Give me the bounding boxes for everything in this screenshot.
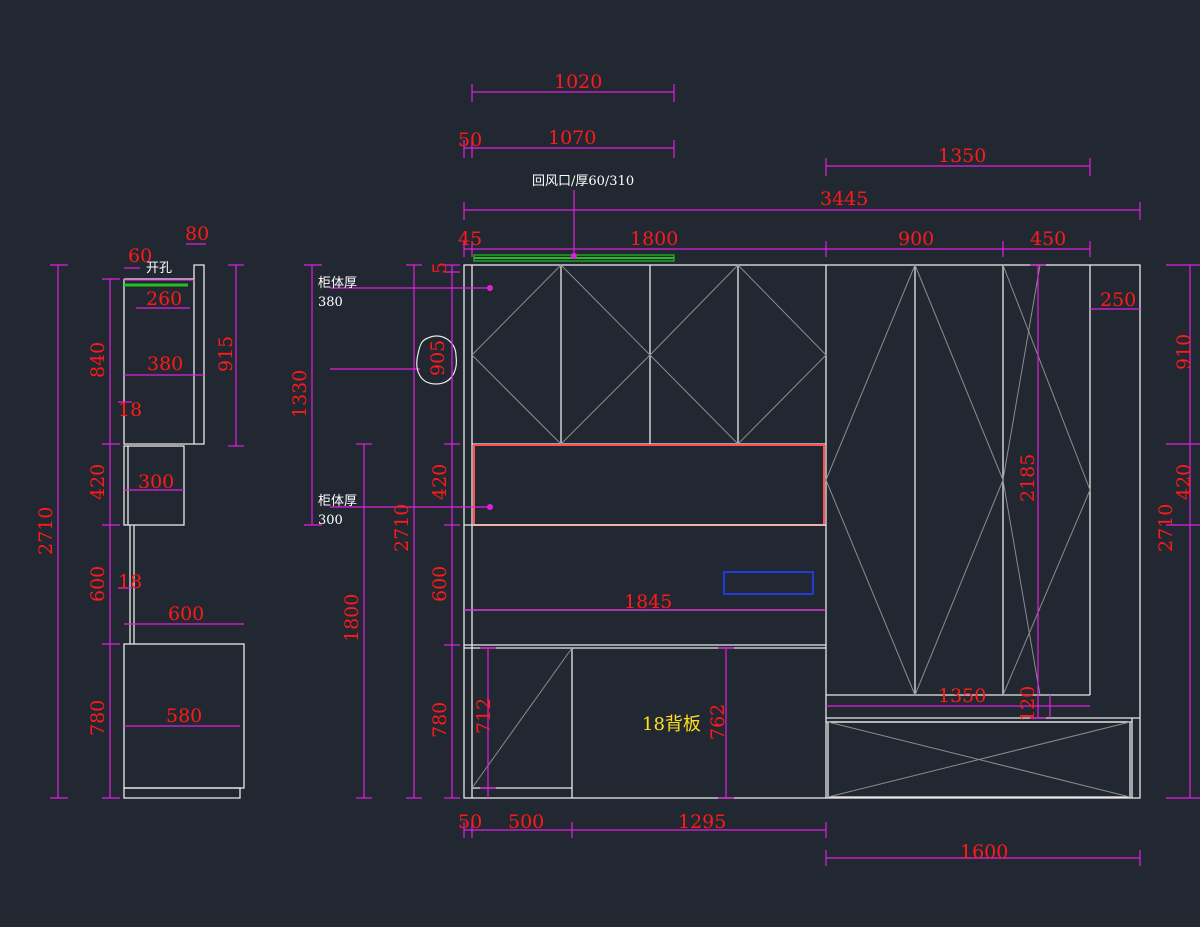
leader-dot-upper [487,285,493,291]
dim-910-right: 910 [1173,334,1195,370]
note-leaders [330,190,575,508]
door-swing-marks [471,264,1131,798]
dim-450: 450 [1030,228,1066,250]
back-panel-label: 18背板 [642,714,701,735]
leader-dot-shelf [487,504,493,510]
dim-1330: 1330 [289,370,311,418]
dim-side-260: 260 [146,288,182,310]
cabinet-thick-value-shelf: 300 [318,513,343,528]
dim-712: 712 [473,698,495,734]
dim-side-2710: 2710 [35,507,57,555]
dim-side-420: 420 [87,464,109,500]
dim-side-18a: 18 [118,399,142,421]
dim-1295: 1295 [678,811,726,833]
dim-1800-vertical: 1800 [341,594,363,642]
cabinet-thick-note-shelf: 柜体厚 [318,494,357,509]
front-labels: 1020 50 1070 1350 回风口/厚60/310 3445 45 18… [289,71,1195,863]
dim-3445: 3445 [820,188,868,210]
dim-side-780: 780 [87,700,109,736]
side-section-dimensions [50,243,244,799]
dim-1350-lower: 1350 [938,685,986,707]
dim-120: 120 [1017,686,1039,722]
dim-780-front: 780 [429,702,451,738]
dim-1845: 1845 [624,591,672,613]
cabinet-thick-value-upper: 380 [318,295,343,310]
dim-50-bottom: 50 [458,811,482,833]
dim-2710-front: 2710 [391,504,413,552]
dim-1020: 1020 [554,71,602,93]
dim-762: 762 [707,704,729,740]
dim-600-front: 600 [429,566,451,602]
dim-side-60: 60 [128,245,152,267]
dim-45: 45 [458,228,482,250]
dim-side-580: 580 [166,705,202,727]
open-hole-note: 开孔 [146,261,172,276]
dim-side-600v: 600 [87,566,109,602]
dim-side-300: 300 [138,471,174,493]
dim-905: 905 [427,340,449,376]
leader-dot-vent [571,253,577,259]
dim-side-80: 80 [185,223,209,245]
dim-2710-right: 2710 [1155,504,1177,552]
return-air-note: 回风口/厚60/310 [532,174,634,189]
dim-1600: 1600 [960,841,1008,863]
dim-50-top: 50 [458,129,482,151]
dim-500: 500 [508,811,544,833]
dim-side-600h: 600 [168,603,204,625]
dim-250: 250 [1100,289,1136,311]
dim-1350-top: 1350 [938,145,986,167]
front-dimensions [304,84,1200,866]
dim-side-18b: 18 [118,571,142,593]
side-section-labels: 60 80 开孔 260 380 840 915 18 420 300 600 … [35,223,237,736]
dim-420-right: 420 [1173,464,1195,500]
dim-side-915: 915 [215,336,237,372]
dim-1800: 1800 [630,228,678,250]
dim-5: 5 [429,262,451,274]
dim-1070: 1070 [548,127,596,149]
dim-side-380: 380 [147,353,183,375]
cabinet-thick-note-upper: 柜体厚 [318,276,357,291]
dim-420-front: 420 [429,464,451,500]
front-elevation [463,264,1141,799]
dim-2185: 2185 [1017,454,1039,502]
dim-side-840: 840 [87,342,109,378]
dim-900: 900 [898,228,934,250]
